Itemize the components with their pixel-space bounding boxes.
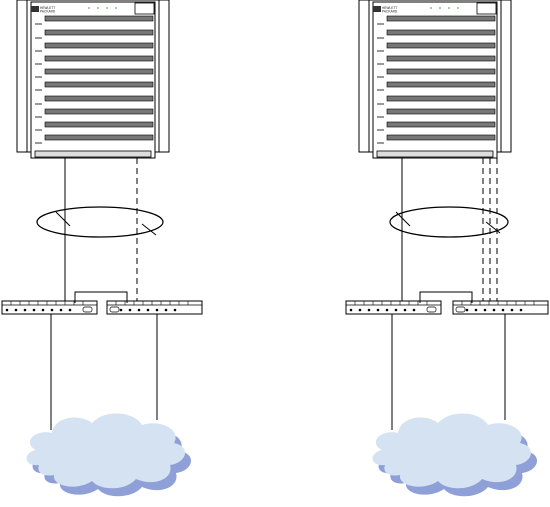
right-setup: HEWLETT PACKARD [346,0,548,496]
hp-logo-icon [373,6,381,12]
right-chassis: HEWLETT PACKARD [359,0,511,158]
right-bundle-tick-1 [396,212,410,226]
hp-logo-icon [31,6,39,12]
left-switch-b [107,301,202,314]
left-link-bundle [37,207,163,237]
brand-line2: PACKARD [382,10,398,14]
right-bundle-tick-2 [486,222,500,233]
left-bundle-tick-1 [56,212,70,226]
right-switch-a [346,301,441,314]
brand-line2: PACKARD [40,10,56,14]
left-setup: HEWLETT PACKARD [2,0,202,496]
left-switch-a [2,301,97,314]
left-chassis: HEWLETT PACKARD [17,0,169,158]
right-switch-b [453,301,548,314]
right-network-cloud [373,413,537,496]
